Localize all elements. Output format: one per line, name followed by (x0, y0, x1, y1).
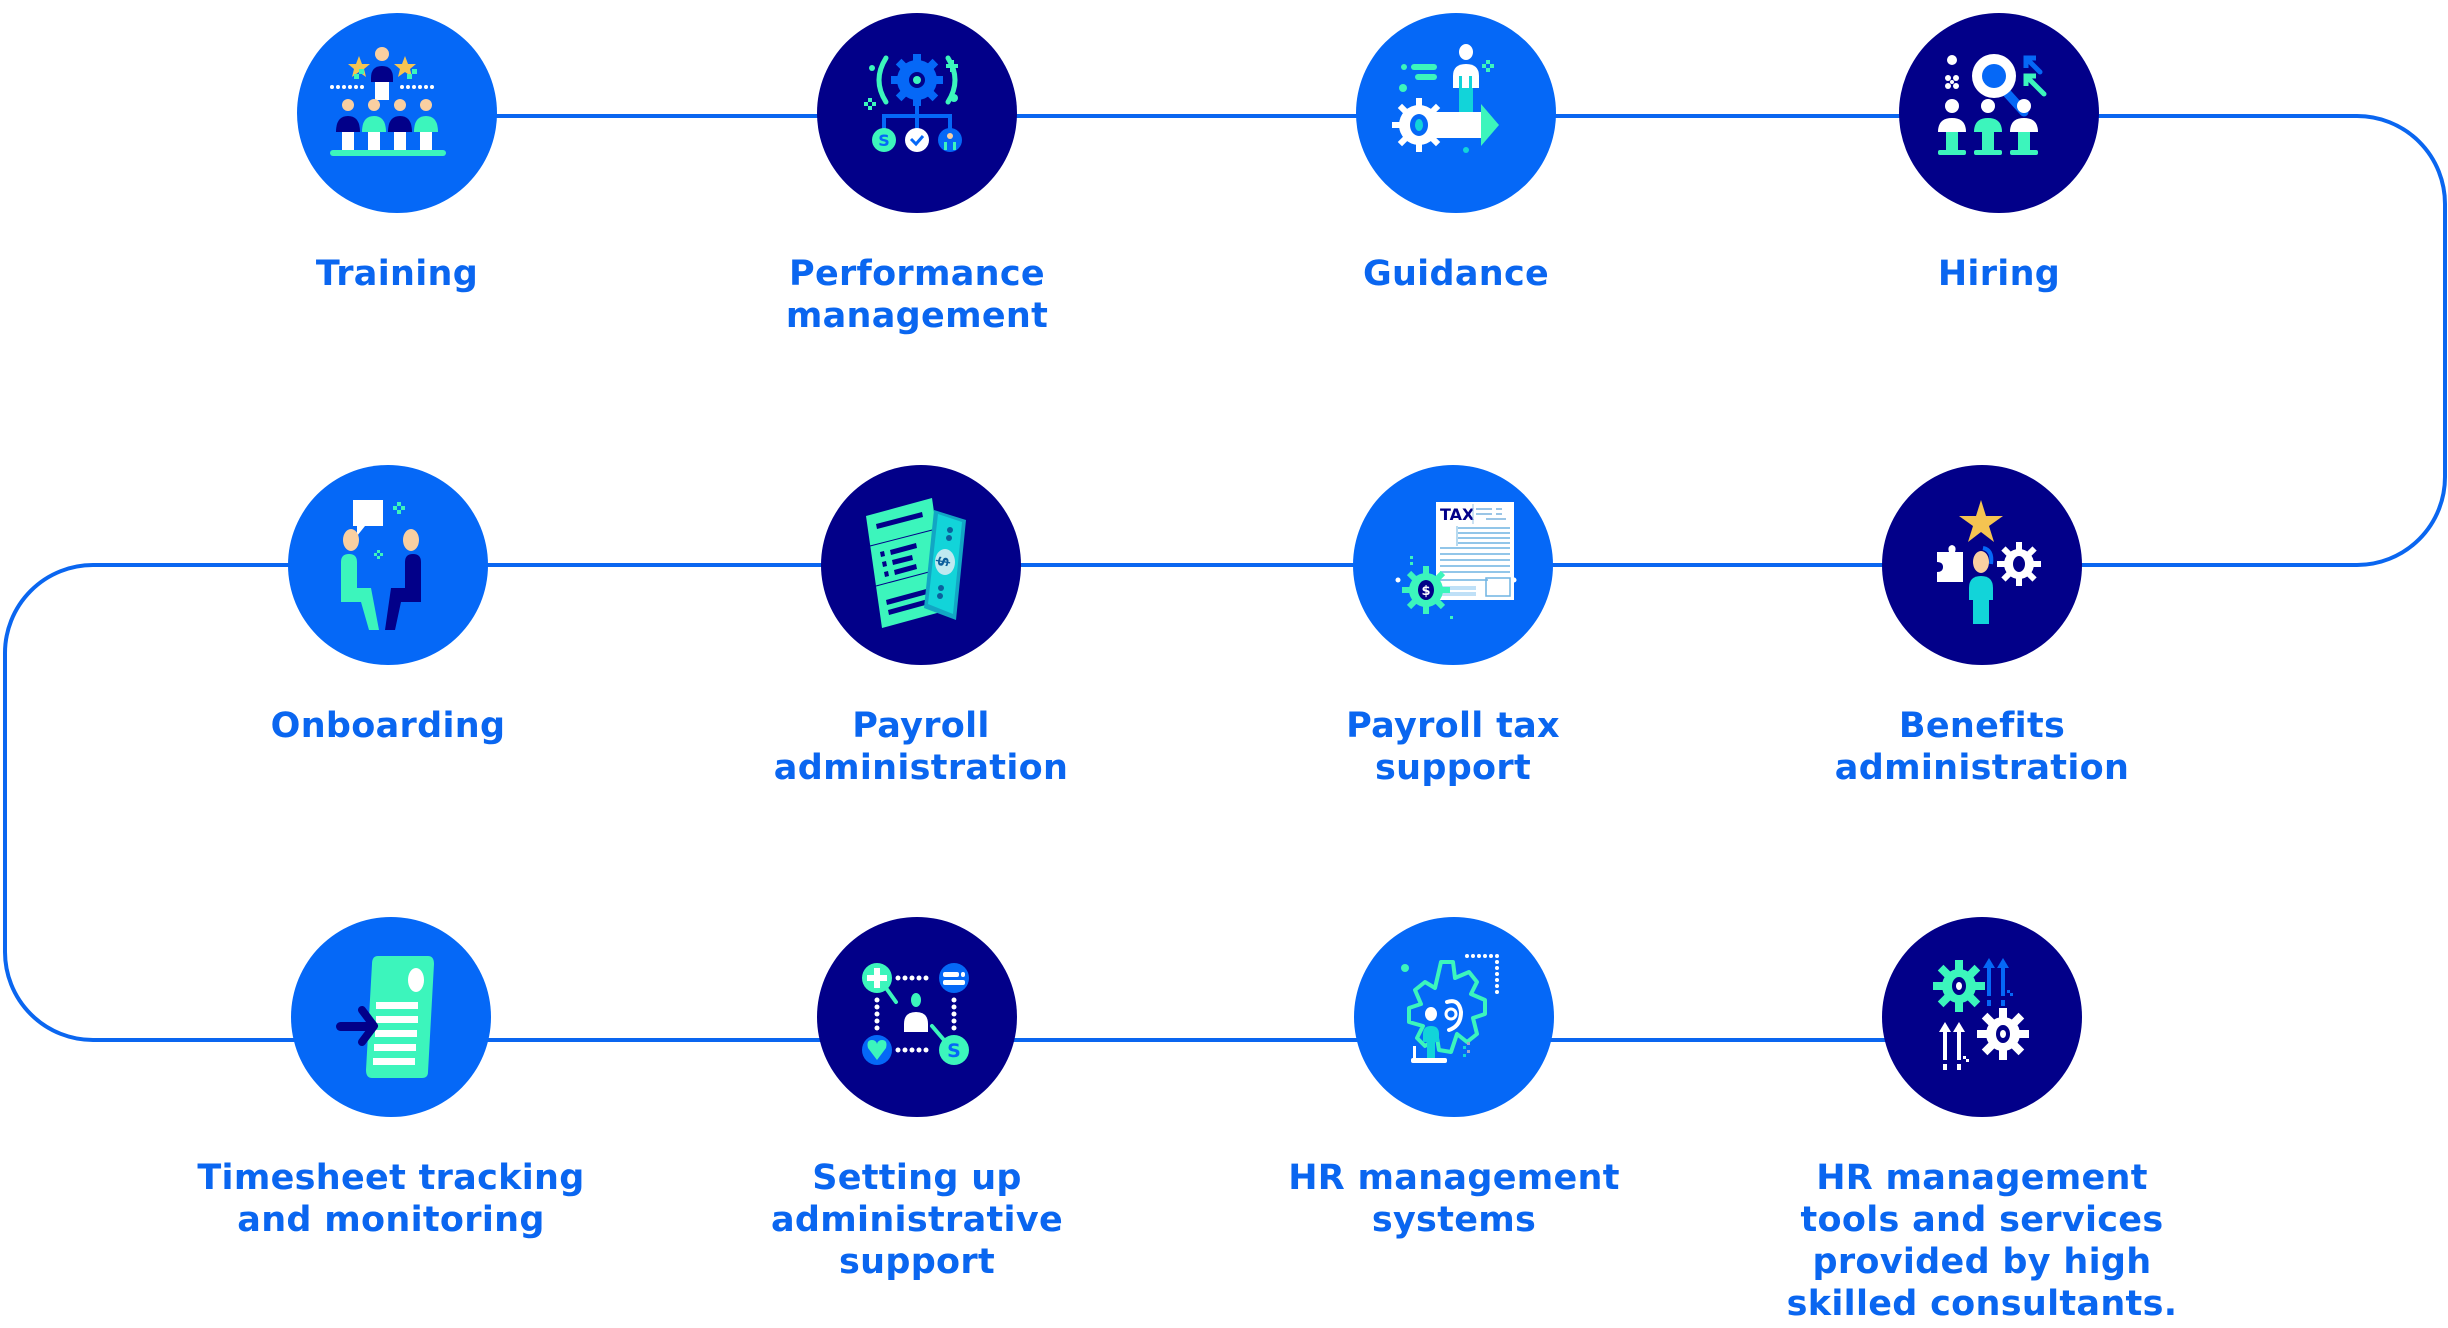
document-banknote-icon: $ (866, 498, 966, 628)
step-circle (297, 13, 497, 213)
label-line: Payroll (852, 706, 990, 746)
gear-hierarchy-icon: S (864, 54, 962, 152)
step-circle: S (817, 13, 1017, 213)
label-line: support (839, 1242, 995, 1282)
label-line: Setting up (812, 1158, 1022, 1198)
timesheet-document-icon (336, 956, 434, 1078)
step-label: Payroll administration (691, 705, 1151, 789)
tax-form-title: TAX (1440, 505, 1475, 524)
label-line: Benefits (1898, 706, 2066, 746)
step-circle (291, 917, 491, 1117)
label-line: and monitoring (237, 1200, 545, 1240)
label-line: Onboarding (270, 706, 506, 746)
admin-network-icon: S (862, 963, 969, 1065)
label-line: skilled consultants. (1786, 1284, 2178, 1324)
step-label: Hiring (1769, 253, 2229, 295)
gear-person-system-icon (1401, 954, 1499, 1063)
label-line: administration (1834, 748, 2130, 788)
step-circle (288, 465, 488, 665)
step-label: Guidance (1226, 253, 1686, 295)
label-line: HR management (1288, 1158, 1620, 1198)
two-people-chat-icon (341, 500, 421, 630)
label-line: Performance (789, 254, 1045, 294)
step-label: Training (167, 253, 627, 295)
gears-arrows-icon (1933, 958, 2029, 1070)
step-circle (1882, 465, 2082, 665)
step-circle (1356, 13, 1556, 213)
team-training-icon (330, 47, 446, 156)
step-label: Setting up administrative support (687, 1157, 1147, 1283)
label-line: tools and services (1800, 1200, 2164, 1240)
label-line: Timesheet tracking (197, 1158, 585, 1198)
label-line: Payroll tax (1346, 706, 1560, 746)
step-label: HR management systems (1224, 1157, 1684, 1241)
step-label: Timesheet tracking and monitoring (161, 1157, 621, 1241)
step-circle: S (817, 917, 1017, 1117)
svg-text:$: $ (933, 555, 954, 569)
svg-text:S: S (947, 1040, 961, 1062)
step-label: Payroll tax support (1223, 705, 1683, 789)
label-line: administrative (771, 1200, 1063, 1240)
step-circle (1354, 917, 1554, 1117)
label-line: management (785, 296, 1049, 336)
label-line: systems (1371, 1200, 1537, 1240)
label-line: Training (315, 254, 479, 294)
label-line: Hiring (1937, 254, 2061, 294)
label-line: support (1375, 748, 1531, 788)
step-circle: TAX $ (1353, 465, 1553, 665)
svg-text:S: S (878, 131, 890, 150)
label-line: Guidance (1362, 254, 1550, 294)
step-circle (1882, 917, 2082, 1117)
label-line: provided by high (1812, 1242, 2152, 1282)
star-puzzle-gear-person-icon (1937, 500, 2041, 624)
label-line: administration (773, 748, 1069, 788)
step-label: Onboarding (158, 705, 618, 747)
step-circle (1899, 13, 2099, 213)
step-label: Performance management (687, 253, 1147, 337)
tax-form-gear-icon: TAX $ (1395, 502, 1517, 619)
step-circle: $ (821, 465, 1021, 665)
label-line: HR management (1816, 1158, 2148, 1198)
magnifier-candidates-icon (1938, 54, 2047, 155)
step-label: Benefits administration (1752, 705, 2212, 789)
svg-text:$: $ (1421, 584, 1430, 599)
person-gear-arrow-icon (1392, 44, 1499, 153)
step-label: HR management tools and services provide… (1752, 1157, 2212, 1325)
